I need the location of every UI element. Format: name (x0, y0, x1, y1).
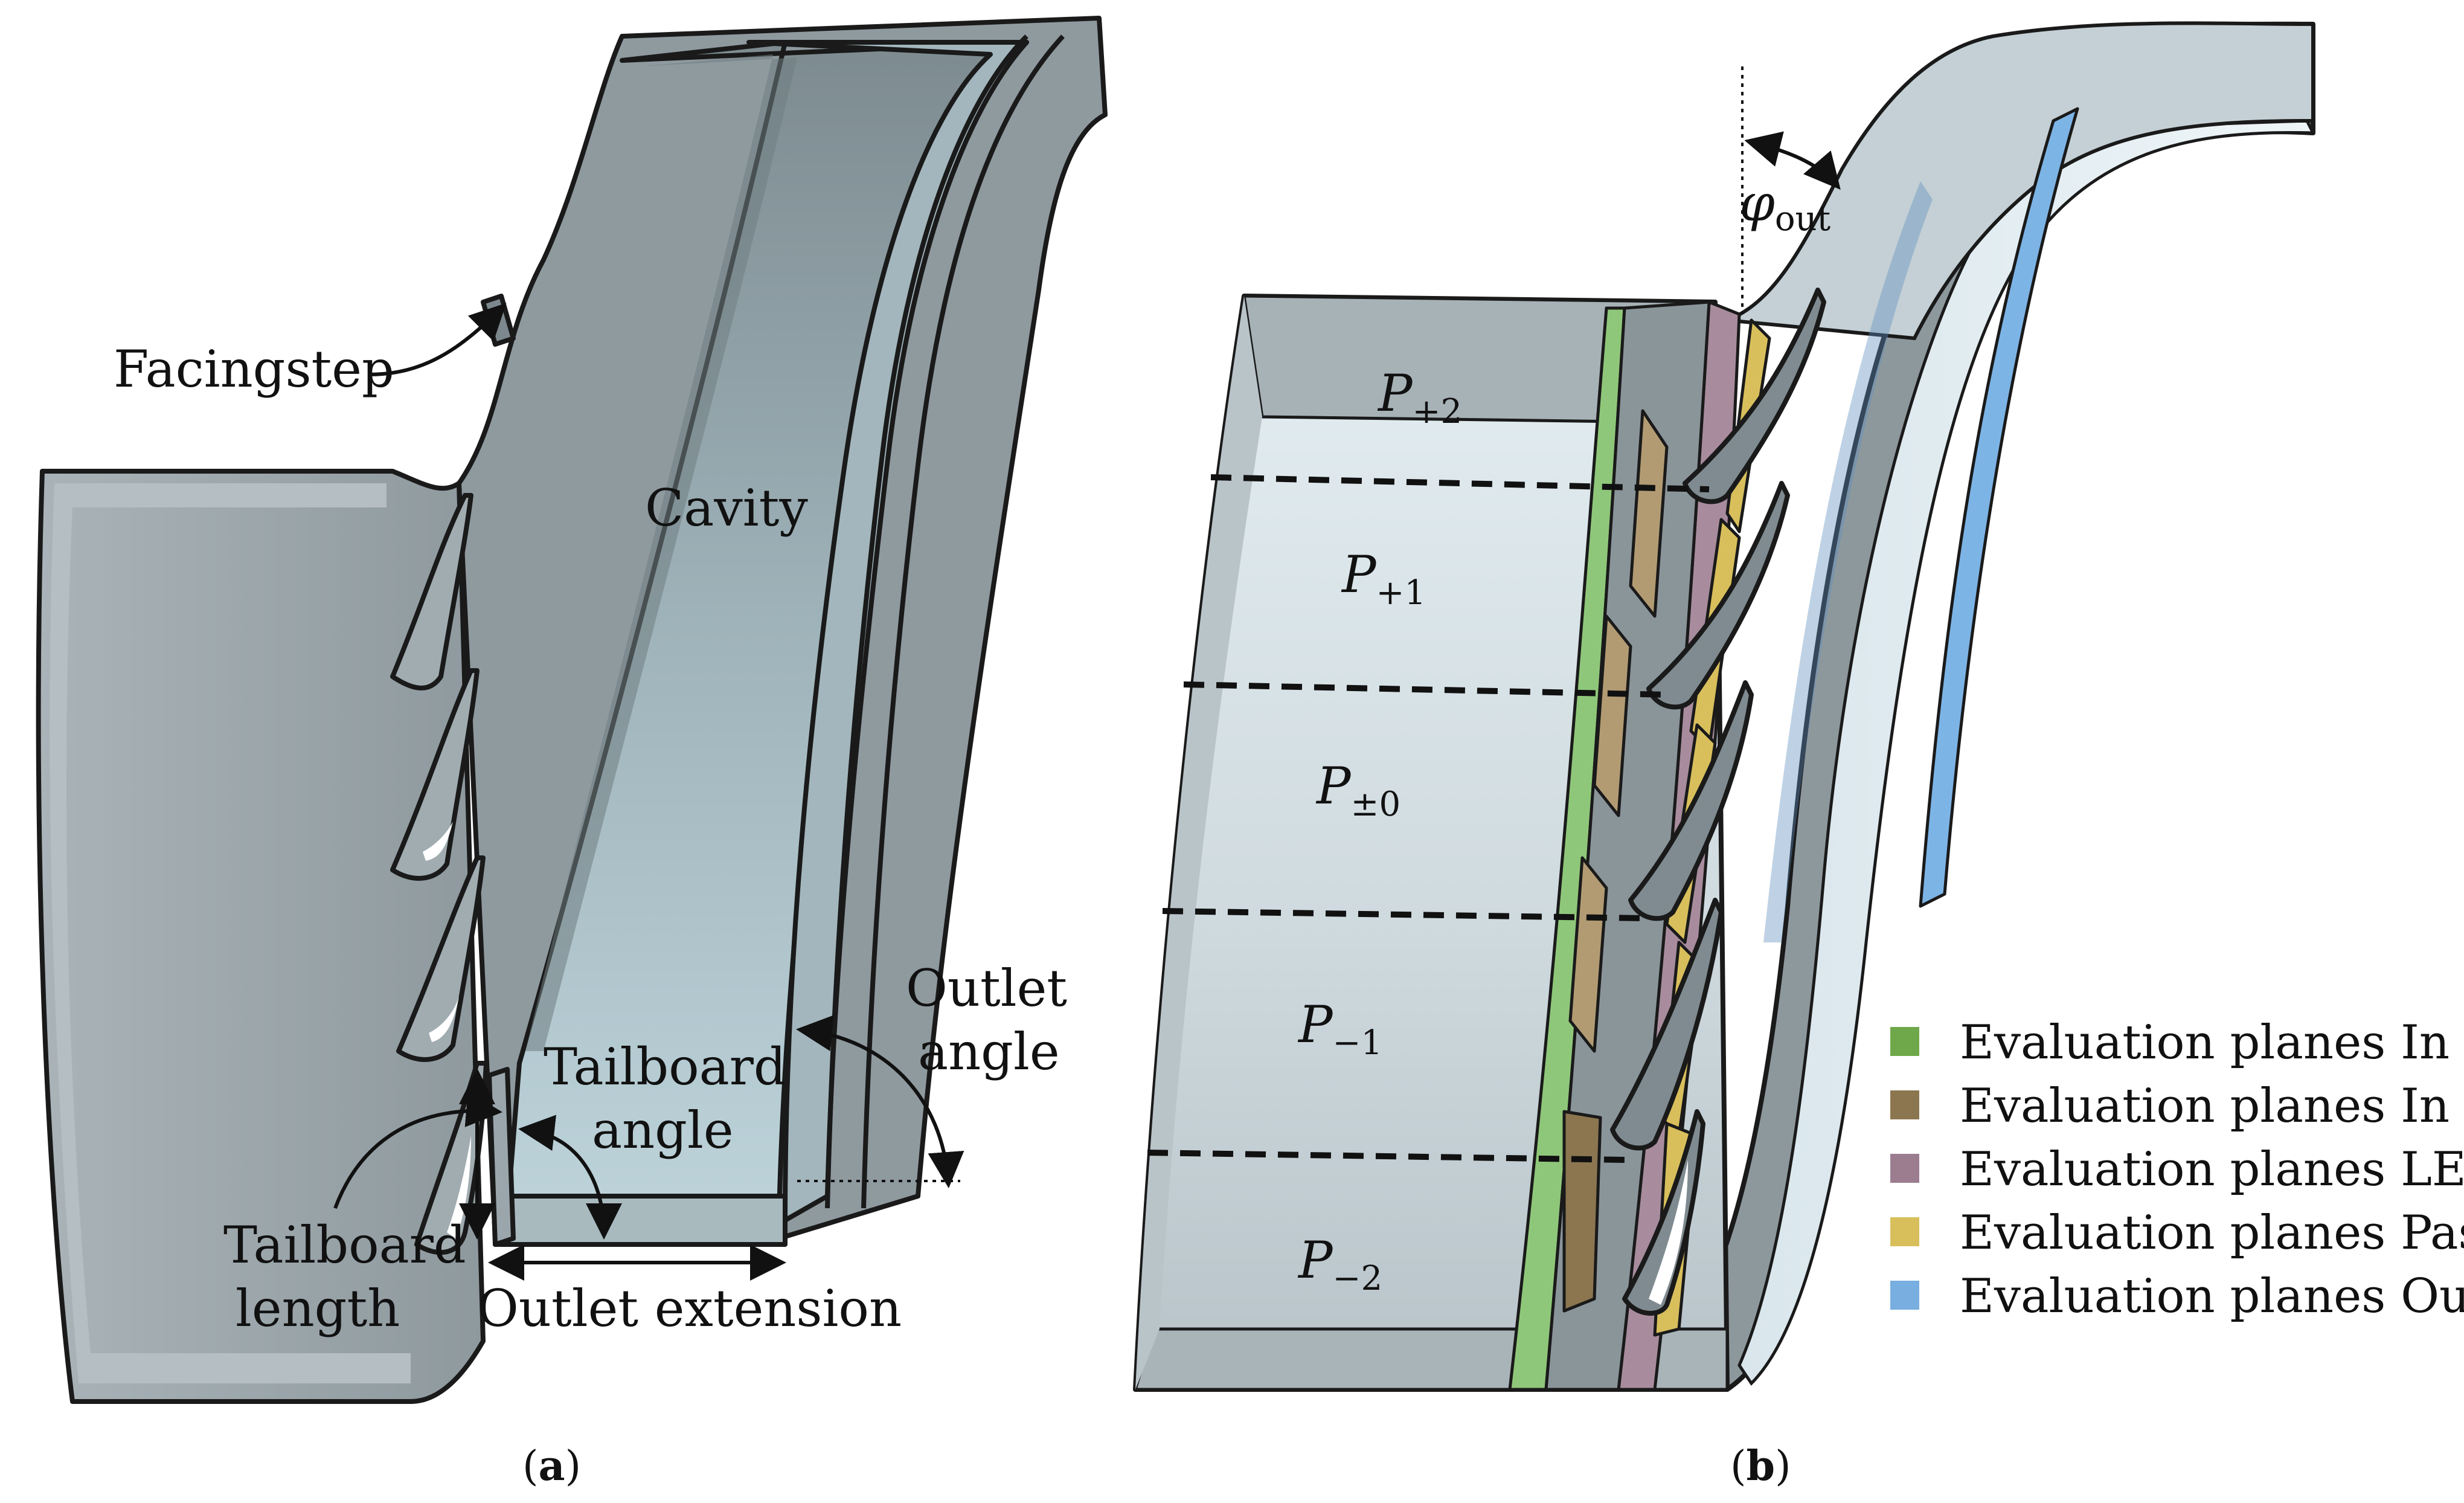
blade-a-1 (390, 493, 473, 690)
blade-a-2-gap (423, 822, 453, 861)
tailboard-angle-arc (518, 1115, 622, 1240)
facingstep-arrow (368, 303, 507, 376)
outer-frame-wall (825, 34, 1028, 1209)
blades-b (1610, 288, 1826, 1316)
legend-label: Evaluation planes Pas (1960, 1206, 2464, 1260)
tailboard-length-pointer (333, 1091, 502, 1209)
outlet-inner-surface (1737, 119, 2316, 1386)
outlet-angle-label-1: Outlet (906, 959, 1067, 1018)
inlet-left-bevel (1135, 296, 1262, 1389)
blade-b-5-gap (1649, 1160, 1688, 1305)
tailboard-angle-label-2: angle (592, 1101, 734, 1160)
blade-b-4 (1610, 898, 1724, 1151)
phi-out-label: φout (1739, 173, 1831, 239)
tailboard-length-label-2: length (236, 1279, 400, 1338)
passage-label-p-minus1: P−1 (1297, 995, 1382, 1063)
outlet-slab (493, 1194, 788, 1247)
blade-a-2 (390, 668, 480, 881)
legend-item: Evaluation planes LE (1890, 1142, 2464, 1197)
legend-label: Evaluation planes In 2 (1960, 1079, 2464, 1133)
legend-swatch-pas (1890, 1217, 1919, 1246)
blade-b-5 (1622, 1109, 1705, 1316)
panel-b: P+2 P+1 P±0 P−1 P−2 φout (b) (1133, 21, 2316, 1490)
tailboard-angle-label-1: Tailboard (544, 1037, 786, 1096)
inlet-block (36, 469, 486, 1404)
blade-a-3-gap (429, 997, 459, 1042)
legend-swatch-le (1890, 1154, 1919, 1183)
cavity-back-wall (525, 54, 797, 1051)
plane-in2-3 (1568, 856, 1608, 1053)
phi-out-arc (1744, 131, 1841, 190)
plane-in2-4 (1562, 1110, 1602, 1313)
tailboard (487, 1067, 516, 1247)
caption-b: (b) (1730, 1442, 1791, 1490)
legend-swatch-in1 (1890, 1027, 1919, 1056)
legend-item: Evaluation planes Pas (1890, 1206, 2464, 1260)
passage-boundary-3 (1162, 908, 1643, 921)
passage-label-p-minus2: P−2 (1297, 1231, 1382, 1298)
outer-frame-wall-2 (861, 34, 1065, 1209)
legend-swatch-in2 (1890, 1090, 1919, 1119)
legend-swatch-out (1890, 1281, 1919, 1310)
legend-item: Evaluation planes In 2 (1890, 1079, 2464, 1133)
passage-boundary-1 (1210, 474, 1710, 492)
tailboard-length-label-1: Tailboard (223, 1215, 466, 1275)
passage-label-p-plus2: P+2 (1377, 364, 1462, 431)
blade-b-2 (1646, 481, 1790, 710)
legend: Evaluation planes In 1 Evaluation planes… (1890, 1015, 2464, 1324)
legend-label: Evaluation planes Out (1960, 1269, 2464, 1324)
passage-boundary-4 (1147, 1150, 1625, 1163)
plane-out-shadow (1763, 181, 1933, 942)
legend-label: Evaluation planes LE (1960, 1142, 2464, 1197)
facingstep-label: Facingstep (114, 340, 394, 399)
blade-b-1 (1683, 288, 1826, 504)
legend-label: Evaluation planes In 1 (1960, 1015, 2464, 1070)
plane-out (1919, 107, 2079, 908)
blade-b-3 (1628, 680, 1754, 921)
plane-in2-1 (1629, 409, 1669, 618)
passage-label-p-0: P±0 (1315, 756, 1400, 824)
passage-label-p-plus1: P+1 (1341, 545, 1426, 613)
legend-item: Evaluation planes Out (1890, 1269, 2464, 1324)
legend-item: Evaluation planes In 1 (1890, 1015, 2464, 1070)
plane-in2-2 (1593, 614, 1632, 817)
outlet-angle-label-2: angle (918, 1022, 1060, 1081)
outlet-angle-arc (796, 1015, 964, 1188)
passage-boundary-2 (1183, 681, 1667, 698)
cavity-label: Cavity (645, 478, 808, 538)
blade-a-3 (396, 855, 486, 1062)
outlet-extension-label: Outlet extension (477, 1279, 902, 1338)
panel-a: Facingstep Cavity Tailboard angle Outlet… (36, 16, 1108, 1490)
caption-a: (a) (522, 1442, 581, 1490)
